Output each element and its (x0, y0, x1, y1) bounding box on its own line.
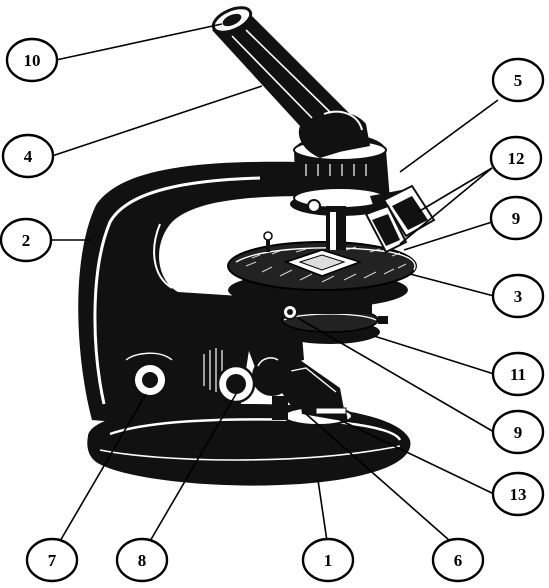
callout-9-bottom: 9 (491, 409, 545, 455)
callout-1-text: 1 (324, 551, 333, 570)
callout-11-text: 11 (510, 365, 526, 384)
leader-5 (399, 99, 499, 173)
eyepiece-tube (212, 14, 370, 158)
callout-9-bottom-text: 9 (514, 423, 523, 442)
leader-13 (339, 419, 495, 495)
callout-9-top-text: 9 (512, 209, 521, 228)
callout-11: 11 (491, 351, 545, 397)
callout-5-text: 5 (514, 71, 523, 90)
callout-7-text: 7 (48, 551, 57, 570)
leader-3 (409, 273, 495, 297)
leader-6 (305, 413, 459, 549)
focus-knob-large (252, 356, 292, 396)
leader-10 (55, 23, 223, 61)
coarse-focus-knob (120, 350, 176, 406)
callout-5: 5 (491, 57, 545, 103)
leader-12b (399, 167, 493, 245)
callout-6-text: 6 (454, 551, 463, 570)
callout-12-text: 12 (508, 149, 525, 168)
callout-4-text: 4 (24, 147, 33, 166)
leader-7 (55, 393, 147, 549)
callout-9-top: 9 (489, 195, 543, 241)
leader-9a (403, 221, 493, 251)
leader-9b (297, 317, 495, 433)
callout-10: 10 (5, 37, 59, 83)
condenser (280, 300, 388, 344)
callout-2: 2 (0, 217, 53, 263)
eyepiece (211, 6, 253, 34)
microscope-illustration (78, 6, 436, 486)
callout-7: 7 (25, 537, 79, 583)
leader-4 (51, 85, 263, 157)
callout-13-text: 13 (510, 485, 527, 504)
callout-3: 3 (491, 273, 545, 319)
callout-8-text: 8 (138, 551, 147, 570)
callout-10-text: 10 (24, 51, 41, 70)
objectives (364, 184, 436, 254)
leader-lines (50, 23, 499, 549)
callout-8: 8 (115, 537, 169, 583)
leader-12a (417, 167, 493, 213)
leader-8 (145, 393, 237, 549)
callout-6: 6 (431, 537, 485, 583)
callout-1: 1 (301, 537, 355, 583)
callout-13: 13 (491, 471, 545, 517)
fine-focus-knob (198, 348, 256, 404)
mirror-lever (300, 400, 348, 422)
callout-2-text: 2 (22, 231, 31, 250)
leader-11 (373, 335, 495, 375)
stage (227, 231, 417, 308)
leader-1 (317, 479, 329, 549)
callout-4: 4 (1, 133, 55, 179)
callout-3-text: 3 (514, 287, 523, 306)
callout-12: 12 (489, 135, 543, 181)
